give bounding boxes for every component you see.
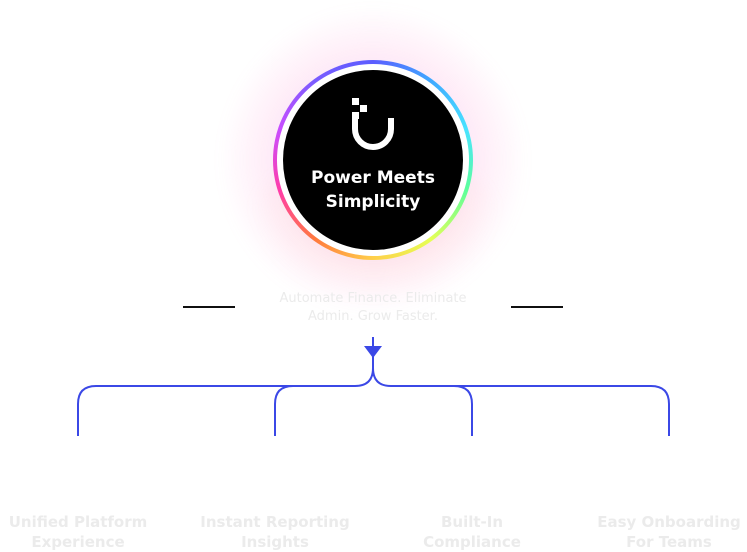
feature-label-line1: Built-In [440, 513, 504, 531]
connector-branch-1 [77, 356, 374, 436]
feature-unified-platform: Unified Platform Experience [0, 512, 168, 552]
hero-title-line1: Power Meets [311, 168, 435, 188]
subtitle-left-rule [183, 306, 235, 308]
connector-branch-4 [454, 385, 670, 436]
hero-subtitle: Automate Finance. Eliminate Admin. Grow … [258, 290, 488, 326]
feature-instant-reporting: Instant Reporting Insights [185, 512, 365, 552]
hero-title: Power Meets Simplicity [283, 166, 463, 214]
hero-title-line2: Simplicity [325, 192, 421, 212]
hero-subtitle-line1: Automate Finance. Eliminate [279, 291, 467, 306]
feature-label-line2: Insights [241, 533, 309, 551]
feature-label-line1: Unified Platform [8, 513, 148, 531]
hero-subtitle-line2: Admin. Grow Faster. [308, 309, 438, 324]
subtitle-right-rule [511, 306, 563, 308]
feature-built-in-compliance: Built-In Compliance [382, 512, 562, 552]
feature-label-line2: Experience [31, 533, 125, 551]
feature-label-line2: Compliance [423, 533, 521, 551]
feature-label-line1: Instant Reporting [200, 513, 350, 531]
feature-easy-onboarding: Easy Onboarding For Teams [579, 512, 747, 552]
feature-label-line1: Easy Onboarding [597, 513, 741, 531]
feature-label-line2: For Teams [626, 533, 712, 551]
connector-arrowhead [364, 346, 382, 358]
u-logo-icon [352, 98, 394, 150]
connector-branch-2 [274, 385, 355, 436]
connector-branch-3 [372, 367, 473, 436]
hero-circle [283, 70, 463, 250]
